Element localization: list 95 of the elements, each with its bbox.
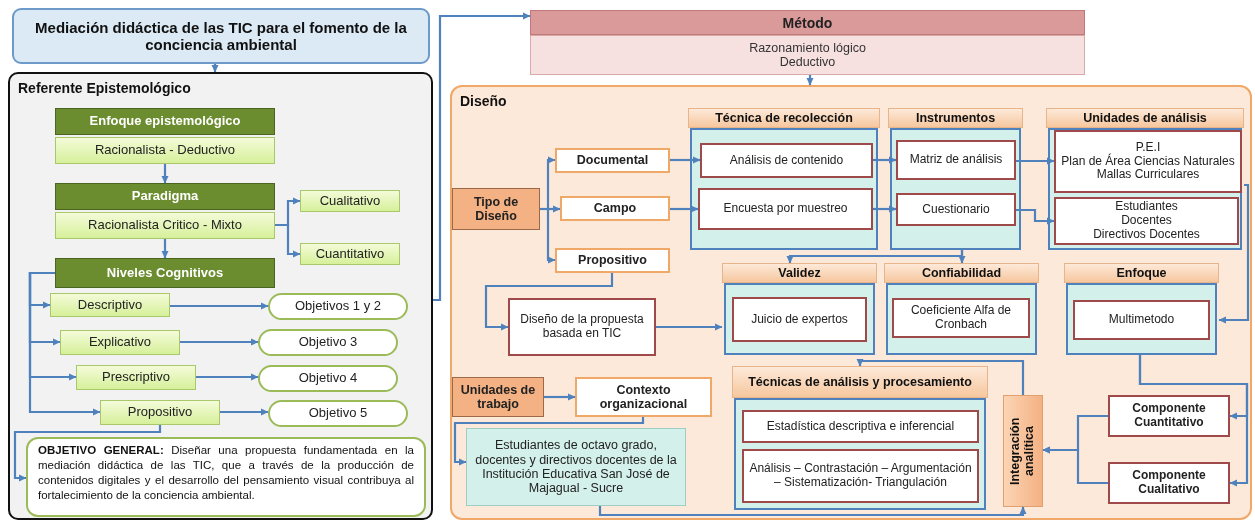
item-box: Encuesta por muestreo (698, 188, 873, 230)
section-header: Enfoque (1064, 263, 1219, 283)
item-box: Juicio de expertos (732, 297, 867, 342)
list-item: Directivos Docentes (1093, 227, 1200, 242)
label-box: Cualitativo (300, 190, 400, 212)
category-box: Unidades de trabajo (452, 377, 544, 417)
arrow (170, 302, 269, 310)
arrow (211, 64, 219, 73)
arrow (433, 12, 531, 302)
group-panel (1046, 108, 1244, 250)
arrow (873, 156, 897, 164)
arrow (598, 506, 1027, 517)
label-box: Descriptivo (50, 293, 170, 317)
list-item: Plan de Área Ciencias Naturales (1061, 154, 1235, 169)
group-panel (722, 263, 877, 355)
label-box: Cuantitativo (300, 243, 400, 265)
rounded-box: Objetivo 5 (268, 400, 408, 427)
option-box: Contexto organizacional (575, 377, 712, 417)
vertical-box (1003, 395, 1043, 507)
section-header: Validez (722, 263, 877, 283)
info-box: Estudiantes de octavo grado, docentes y directivos docentes de la Institución Educativa San José de Majagual - Sucre (466, 428, 686, 506)
item-box: Análisis – Contrastación – Argumentación – Sistematización- Triangulación (742, 449, 979, 503)
title-box: Mediación didáctica de las TIC para el fomento de la conciencia ambiental (12, 8, 430, 64)
arrow (28, 271, 101, 416)
arrow (670, 205, 699, 213)
section-container (450, 85, 1252, 520)
arrow (220, 408, 269, 416)
label-box: Propositivo (100, 400, 220, 425)
group-panel (884, 263, 1039, 355)
label-box: Prescriptivo (76, 365, 196, 390)
arrow (873, 205, 897, 213)
list-item: Mallas Curriculares (1096, 168, 1200, 183)
section-heading: Referente Epistemológico (18, 80, 191, 96)
option-box: Propositivo (555, 248, 670, 273)
item-box: Multimetodo (1073, 300, 1210, 340)
group-panel (1064, 263, 1219, 355)
arrow (180, 338, 259, 346)
arrow (1016, 157, 1055, 165)
category-box: Tipo de Diseño (452, 188, 540, 230)
arrow (544, 393, 576, 401)
arrow (958, 250, 966, 264)
item-box: Coeficiente Alfa de Cronbach (892, 298, 1030, 338)
label-box: Explicativo (60, 330, 180, 355)
item-box: Análisis de contenido (700, 143, 873, 178)
arrow (161, 164, 169, 184)
item-box: Componente Cuantitativo (1108, 395, 1230, 437)
arrow (484, 273, 614, 331)
arrow (1138, 355, 1249, 487)
item-box: Estadística descriptiva e inferencial (742, 410, 979, 443)
rounded-box: Objetivo 4 (258, 365, 398, 392)
item-box (1054, 197, 1239, 245)
header-bar: Método (530, 10, 1085, 35)
section-header: Confiabilidad (884, 263, 1039, 283)
arrow (656, 323, 723, 331)
item-box (1054, 130, 1242, 193)
item-box: Componente Cualitativo (1108, 462, 1230, 504)
group-panel (688, 108, 880, 250)
arrow (196, 373, 259, 381)
rounded-box: Objetivo 3 (258, 329, 398, 356)
arrow (275, 223, 301, 258)
item-box: Diseño de la propuesta basada en TIC (508, 298, 656, 356)
header-bar: Enfoque epistemológico (55, 108, 275, 135)
objective-box: OBJETIVO GENERAL: Diseñar una propuesta fundamentada en la mediación didáctica de las TIC, que a través de la producción de contenidos digitales y el desarrollo del pensamiento visual contribuya al fortalecimiento de la conciencia ambiental. (26, 437, 426, 517)
arrow (453, 417, 645, 466)
list-item: Docentes (1121, 214, 1172, 228)
section-header: Técnica de recolección (688, 108, 880, 128)
header-bar: Paradigma (55, 183, 275, 210)
vertical-label: Integración analítica (1009, 416, 1037, 487)
header-bar: Niveles Cognitivos (55, 258, 275, 288)
arrow (856, 359, 1025, 395)
arrow (1042, 446, 1108, 485)
list-item: Estudiantes (1115, 200, 1178, 215)
section-container (8, 72, 433, 520)
section-header: Técnicas de análisis y procesamiento (732, 366, 988, 398)
arrow (806, 75, 814, 86)
group-panel (888, 108, 1023, 250)
arrow (1218, 183, 1250, 324)
arrow (1016, 208, 1055, 225)
rounded-box: Objetivos 1 y 2 (268, 293, 408, 320)
arrow (670, 156, 701, 164)
section-header: Unidades de análisis (1046, 108, 1244, 128)
arrow (161, 239, 169, 259)
item-box: Cuestionario (896, 193, 1016, 226)
list-item: P.E.I (1135, 140, 1161, 155)
option-box: Documental (555, 148, 670, 173)
subheader-bar: Razonamiento lógico Deductivo (530, 35, 1085, 75)
option-box: Campo (560, 196, 670, 221)
section-heading: Diseño (460, 93, 507, 109)
label-box: Racionalista Critico - Mixto (55, 212, 275, 239)
group-panel (732, 366, 988, 510)
section-header: Instrumentos (888, 108, 1023, 128)
arrow (13, 425, 162, 482)
label-box: Racionalista - Deductivo (55, 137, 275, 164)
method-block (530, 10, 1085, 75)
item-box: Matriz de análisis (896, 140, 1016, 180)
